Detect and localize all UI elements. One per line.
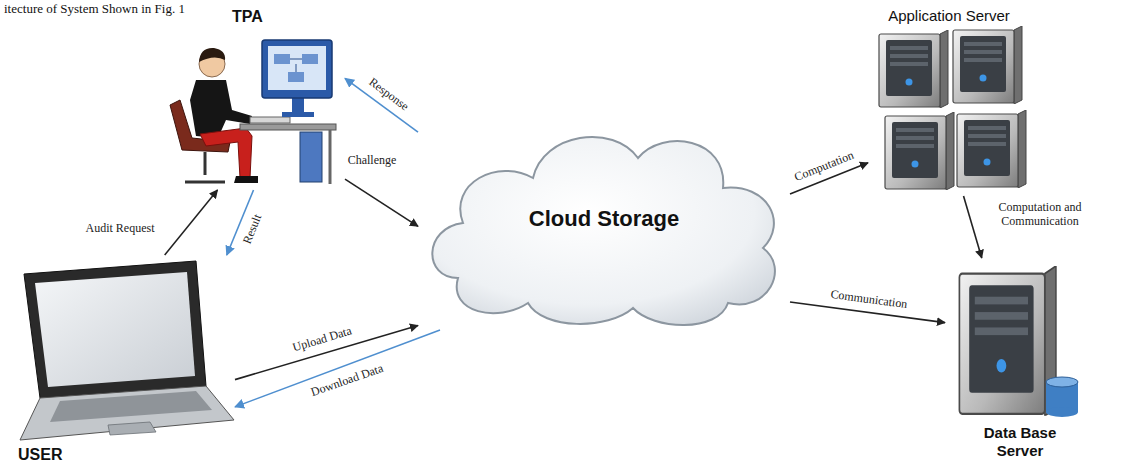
cloud-node: Cloud Storage xyxy=(418,108,790,330)
connector-arrow xyxy=(165,190,218,255)
node-label: Cloud Storage xyxy=(529,206,679,232)
edge-label: Challenge xyxy=(346,153,399,167)
edge-label: Result xyxy=(239,210,265,247)
tpa-node: TPA xyxy=(150,4,345,190)
edge-label: Audit Request xyxy=(84,221,157,235)
connector-arrow xyxy=(964,196,982,258)
edge-label: Communication xyxy=(828,287,910,312)
node-label: Application Server xyxy=(888,7,1010,25)
user-laptop xyxy=(20,261,234,440)
user-node: USER xyxy=(0,255,235,467)
edge-label: Computation and Communication xyxy=(983,200,1097,228)
edge-label: Computation xyxy=(790,147,857,185)
caption-fragment: itecture of System Shown in Fig. 1 xyxy=(4,1,185,17)
edge-label: Download Data xyxy=(307,360,387,399)
tpa-workstation xyxy=(170,40,336,184)
database-server xyxy=(959,266,1078,417)
node-label: TPA xyxy=(232,7,263,26)
application-server-node: Application Server xyxy=(868,4,1030,196)
application-server-rack xyxy=(879,26,1026,190)
connector-arrow xyxy=(345,179,418,226)
database-server-node: Data Base Server xyxy=(945,258,1095,463)
edge-label: Response xyxy=(365,74,414,115)
edge-label: Upload Data xyxy=(289,323,355,355)
node-label: Data Base Server xyxy=(970,424,1070,460)
cloud-outline xyxy=(432,137,775,325)
node-label: USER xyxy=(18,445,62,464)
